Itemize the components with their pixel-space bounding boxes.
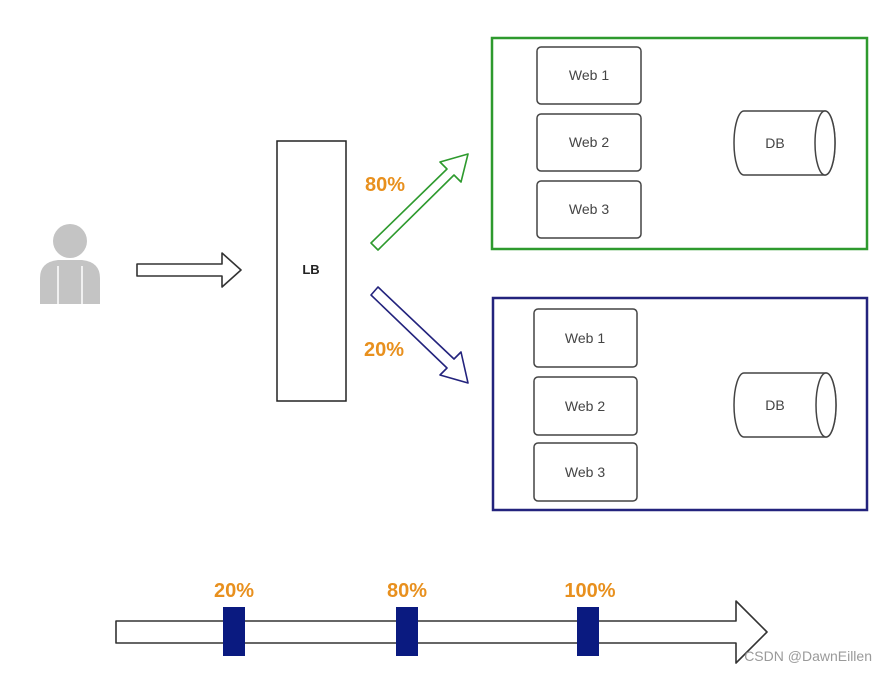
timeline-label: 80% [387, 580, 427, 602]
arrow-up-right-icon [370, 153, 469, 251]
web-server-label: Web 3 [569, 201, 609, 217]
web-server-box [536, 113, 642, 172]
arrow-right-icon [136, 252, 242, 288]
user-icon [40, 224, 100, 304]
lb-label: LB [302, 262, 319, 277]
lower-server-group: Web 1 Web 2 Web 3 DB [491, 296, 869, 512]
web-server-label: Web 3 [565, 464, 605, 480]
web-server-label: Web 2 [569, 134, 609, 150]
web-server-box [533, 442, 638, 502]
upper-traffic-share: 80% [365, 174, 405, 196]
web-server-box [536, 180, 642, 239]
db-label: DB [765, 135, 784, 151]
timeline-label: 20% [214, 580, 254, 602]
web-server-box [536, 46, 642, 105]
web-server-label: Web 2 [565, 398, 605, 414]
watermark: CSDN @DawnEillen [744, 648, 872, 664]
upper-server-group: Web 1 Web 2 Web 3 DB [490, 36, 869, 251]
web-server-label: Web 1 [569, 67, 609, 83]
timeline-label: 100% [564, 580, 615, 602]
timeline-marker [223, 607, 245, 656]
database-icon [733, 110, 836, 176]
timeline-arrow [115, 600, 768, 664]
db-label: DB [765, 397, 784, 413]
lower-traffic-share: 20% [364, 339, 404, 361]
timeline-marker [577, 607, 599, 656]
web-server-box [533, 376, 638, 436]
timeline-marker [396, 607, 418, 656]
web-server-label: Web 1 [565, 330, 605, 346]
web-server-box [533, 308, 638, 368]
arrow-down-right-icon [370, 286, 469, 384]
database-icon [733, 372, 837, 438]
load-balancer: LB [276, 140, 347, 402]
